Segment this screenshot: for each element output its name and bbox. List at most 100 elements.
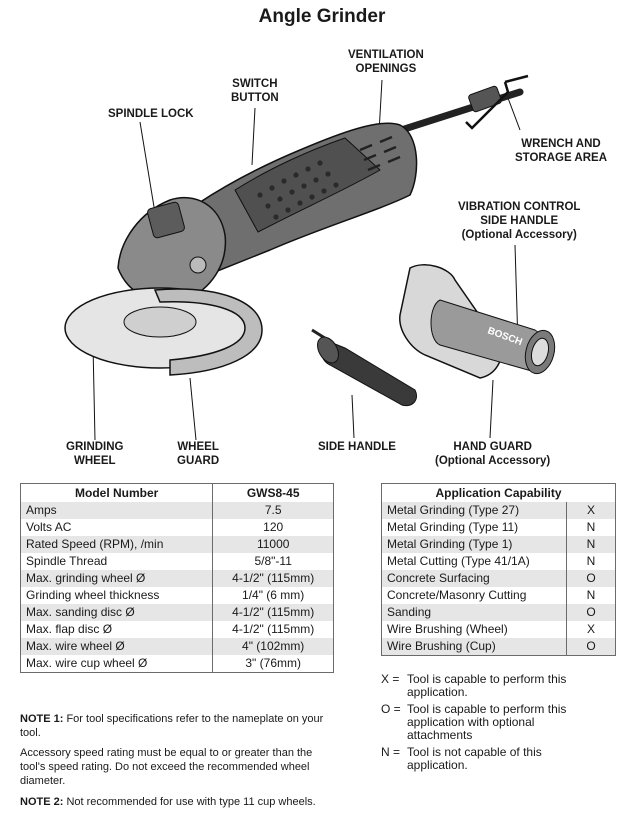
spec-value: 4" (102mm) <box>212 638 334 655</box>
application-label: Wire Brushing (Cup) <box>381 638 567 656</box>
table-header-row: Application Capability <box>382 484 616 503</box>
grinder-body <box>117 122 418 303</box>
spec-value: 1/4" (6 mm) <box>212 587 334 604</box>
application-label: Wire Brushing (Wheel) <box>387 622 508 636</box>
callout-line: VIBRATION CONTROL <box>458 201 581 213</box>
callout-line: SIDE HANDLE <box>480 215 559 227</box>
legend-text: Tool is capable to perform this applicat… <box>407 673 566 699</box>
capability-value: N <box>566 536 616 553</box>
capability-value: X <box>566 502 616 519</box>
callout-line: VENTILATION <box>348 49 424 61</box>
spec-value: 4-1/2" (115mm) <box>212 621 334 638</box>
capability-value: X <box>566 621 616 638</box>
grip-dots <box>257 160 339 220</box>
table-row: Metal Grinding (Type 1)N <box>381 536 616 553</box>
table-row: Spindle Thread 5/8"-11 <box>21 553 334 570</box>
vibration-control-handle: BOSCH <box>430 299 556 375</box>
spec-value: 4-1/2" (115mm) <box>212 604 334 621</box>
callout-line: SPINDLE LOCK <box>108 108 194 120</box>
callout-wheel-guard: WHEEL GUARD <box>177 440 219 468</box>
spec-value: 120 <box>212 519 334 536</box>
table-row: Concrete/Masonry Cutting N <box>382 587 616 604</box>
spec-value: 7.5 <box>212 502 334 519</box>
legend-line: Tool is capable to perform this <box>407 702 567 716</box>
callout-spindle-lock: SPINDLE LOCK <box>108 107 194 121</box>
callout-line: OPENINGS <box>355 63 417 75</box>
table-header: Application Capability <box>435 485 562 500</box>
table-row: Volts AC 120 <box>21 519 334 536</box>
legend-line: application with optional <box>407 715 535 729</box>
ventilation-slots <box>359 135 401 172</box>
spec-label: Grinding wheel thickness <box>26 588 160 602</box>
capability-value: O <box>566 638 616 656</box>
table-row: Wire Brushing (Wheel) X <box>382 621 616 638</box>
legend-item-o: O = Tool is capable to perform this appl… <box>381 703 621 742</box>
legend-line: Tool is capable to perform this <box>407 672 567 686</box>
callout-line: GUARD <box>177 455 220 467</box>
table-row: Metal Cutting (Type 41/1A) N <box>382 553 616 570</box>
legend-line: attachments <box>407 728 473 742</box>
speed-rating-note: Accessory speed rating must be equal to … <box>20 747 313 787</box>
spec-value: 5/8"-11 <box>212 553 334 570</box>
callout-line: SIDE HANDLE <box>318 441 396 453</box>
legend-line: Tool is not capable of this <box>407 745 542 759</box>
callout-line: WHEEL <box>177 441 219 453</box>
note-text: For tool specifications refer to the nam… <box>20 713 324 739</box>
spec-label: Spindle Thread <box>26 554 108 568</box>
callout-side-handle: SIDE HANDLE <box>318 440 396 454</box>
callout-line: (Optional Accessory) <box>461 229 577 241</box>
note-label: NOTE 1: <box>20 713 64 725</box>
callout-grinding-wheel: GRINDING WHEEL <box>66 440 124 468</box>
angle-grinder-illustration: BOSCH <box>64 74 556 441</box>
page-title: Angle Grinder <box>258 6 386 27</box>
table-row: Metal Grinding (Type 27)X <box>381 502 616 519</box>
spec-value: 4-1/2" (115mm) <box>212 570 334 587</box>
callout-line: WHEEL <box>73 455 116 467</box>
callout-wrench-storage: WRENCH AND STORAGE AREA <box>515 137 607 165</box>
table-header-row: Model Number GWS8-45 <box>21 483 334 502</box>
legend-text: Tool is capable to perform this applicat… <box>407 703 566 742</box>
table-row: Max. wire cup wheel Ø 3" (76mm) <box>21 655 334 673</box>
spec-label: Amps <box>20 502 213 519</box>
table-header: Model Number <box>75 485 159 500</box>
table-header: GWS8-45 <box>212 483 334 502</box>
wheel-guard <box>153 288 263 376</box>
application-capability-table: Application Capability Metal Grinding (T… <box>381 483 616 656</box>
legend-key: O = <box>381 702 401 716</box>
spec-label: Max. wire cup wheel Ø <box>26 656 148 670</box>
spec-label: Max. grinding wheel Ø <box>20 570 213 587</box>
wrench-icon <box>465 74 529 130</box>
capability-value: N <box>566 553 616 570</box>
callout-line: SWITCH <box>232 78 278 90</box>
application-label: Concrete/Masonry Cutting <box>387 588 527 602</box>
callout-switch-button: SWITCH BUTTON <box>231 77 279 105</box>
spec-label: Rated Speed (RPM), /min <box>20 536 213 553</box>
legend-text: Tool is not capable of this application. <box>407 746 542 772</box>
callout-hand-guard: HAND GUARD (Optional Accessory) <box>435 440 550 468</box>
spec-label: Volts AC <box>26 520 72 534</box>
callout-ventilation-openings: VENTILATION OPENINGS <box>348 48 424 76</box>
callout-vibration-handle: VIBRATION CONTROL SIDE HANDLE (Optional … <box>458 200 580 242</box>
table-row: Wire Brushing (Cup)O <box>381 638 616 656</box>
legend-line: application. <box>407 685 468 699</box>
capability-value: N <box>566 587 616 604</box>
spec-value: 3" (76mm) <box>212 655 334 673</box>
note-2: NOTE 2: Not recommended for use with typ… <box>20 795 340 809</box>
callout-line: STORAGE AREA <box>515 152 608 164</box>
callout-line: BUTTON <box>231 92 279 104</box>
application-label: Metal Cutting (Type 41/1A) <box>387 554 530 568</box>
callout-line: (Optional Accessory) <box>435 455 551 467</box>
table-row: Metal Grinding (Type 11)N <box>382 519 616 536</box>
application-label: Concrete Surfacing <box>381 570 567 587</box>
side-handle <box>311 328 417 407</box>
application-label: Metal Grinding (Type 27) <box>381 502 567 519</box>
capability-legend: X = Tool is capable to perform this appl… <box>381 673 621 772</box>
note-text: Not recommended for use with type 11 cup… <box>63 796 316 808</box>
note-1: NOTE 1: For tool specifications refer to… <box>20 712 340 740</box>
